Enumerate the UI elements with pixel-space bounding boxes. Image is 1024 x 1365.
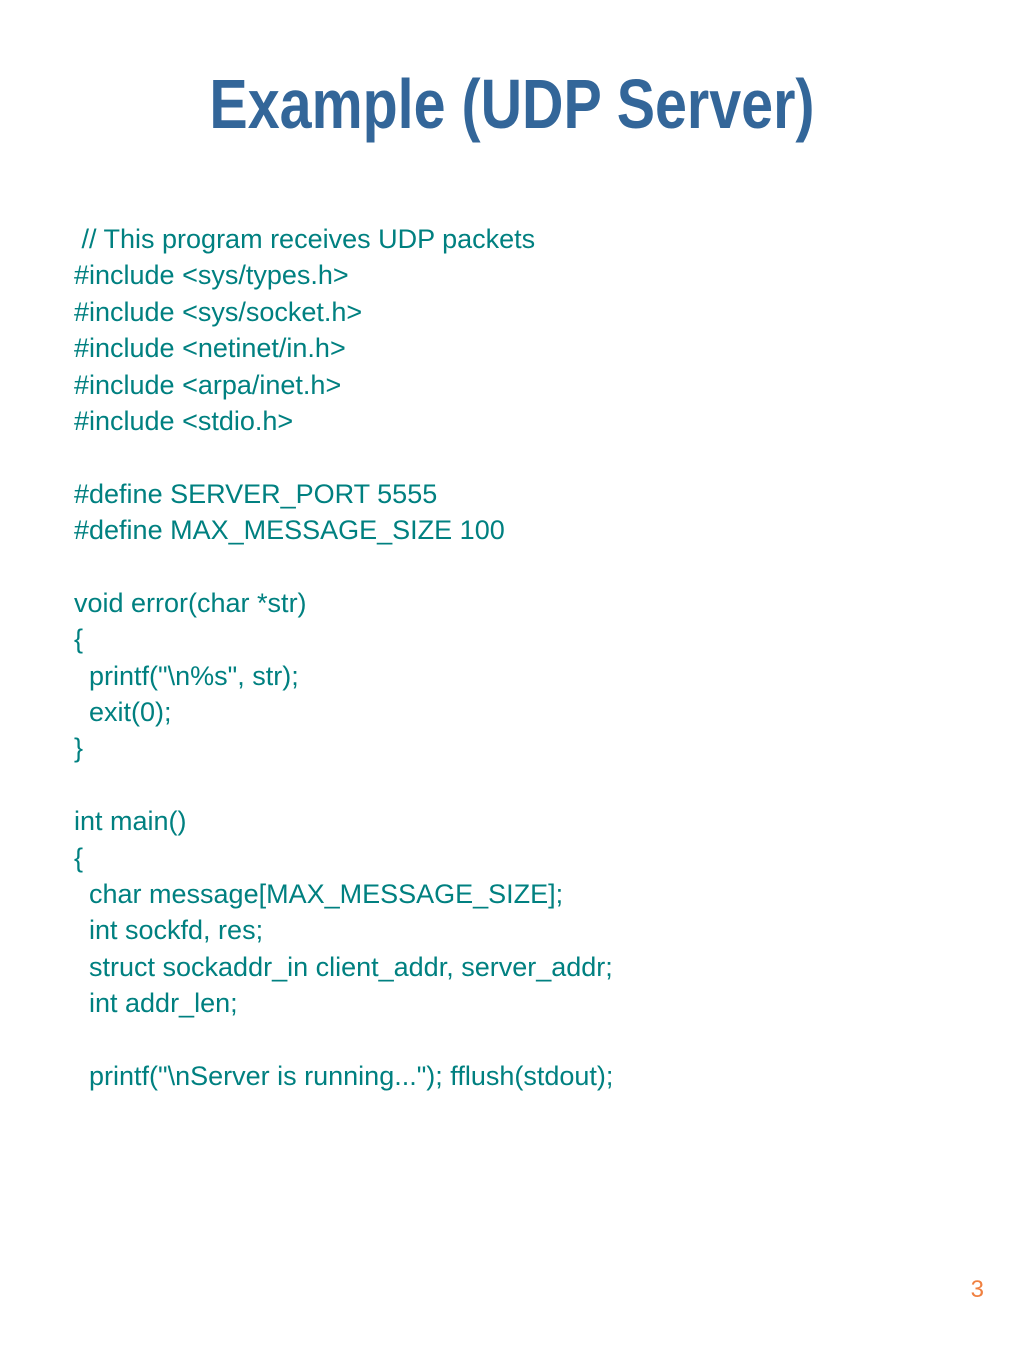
code-line: // This program receives UDP packets [74, 224, 536, 254]
code-block: // This program receives UDP packets #in… [74, 221, 974, 1094]
slide-title: Example (UDP Server) [209, 65, 815, 143]
code-line: printf("\n%s", str); [74, 660, 299, 691]
code-line-blank [74, 439, 974, 475]
code-line: #define MAX_MESSAGE_SIZE 100 [74, 515, 505, 546]
code-line: { [74, 624, 84, 655]
code-line: #define SERVER_PORT 5555 [74, 478, 438, 509]
code-line: } [74, 733, 84, 764]
code-line-blank [74, 1022, 974, 1058]
code-line: void error(char *str) [74, 587, 307, 618]
code-line: struct sockaddr_in client_addr, server_a… [74, 951, 613, 982]
code-line: #include <netinet/in.h> [74, 333, 346, 364]
code-line: exit(0); [74, 697, 172, 728]
code-line: int sockfd, res; [74, 915, 264, 946]
code-line: int addr_len; [74, 988, 238, 1019]
code-line: #include <sys/socket.h> [74, 296, 363, 327]
code-line: #include <stdio.h> [74, 405, 294, 436]
page-number: 3 [970, 1276, 984, 1303]
code-line: char message[MAX_MESSAGE_SIZE]; [74, 879, 564, 910]
code-line-blank [74, 767, 974, 803]
code-line: { [74, 842, 84, 873]
code-line: int main() [74, 806, 187, 837]
code-line: #include <sys/types.h> [74, 260, 349, 291]
code-line: printf("\nServer is running..."); fflush… [74, 1060, 614, 1091]
code-line: #include <arpa/inet.h> [74, 369, 342, 400]
code-line-blank [74, 549, 974, 585]
